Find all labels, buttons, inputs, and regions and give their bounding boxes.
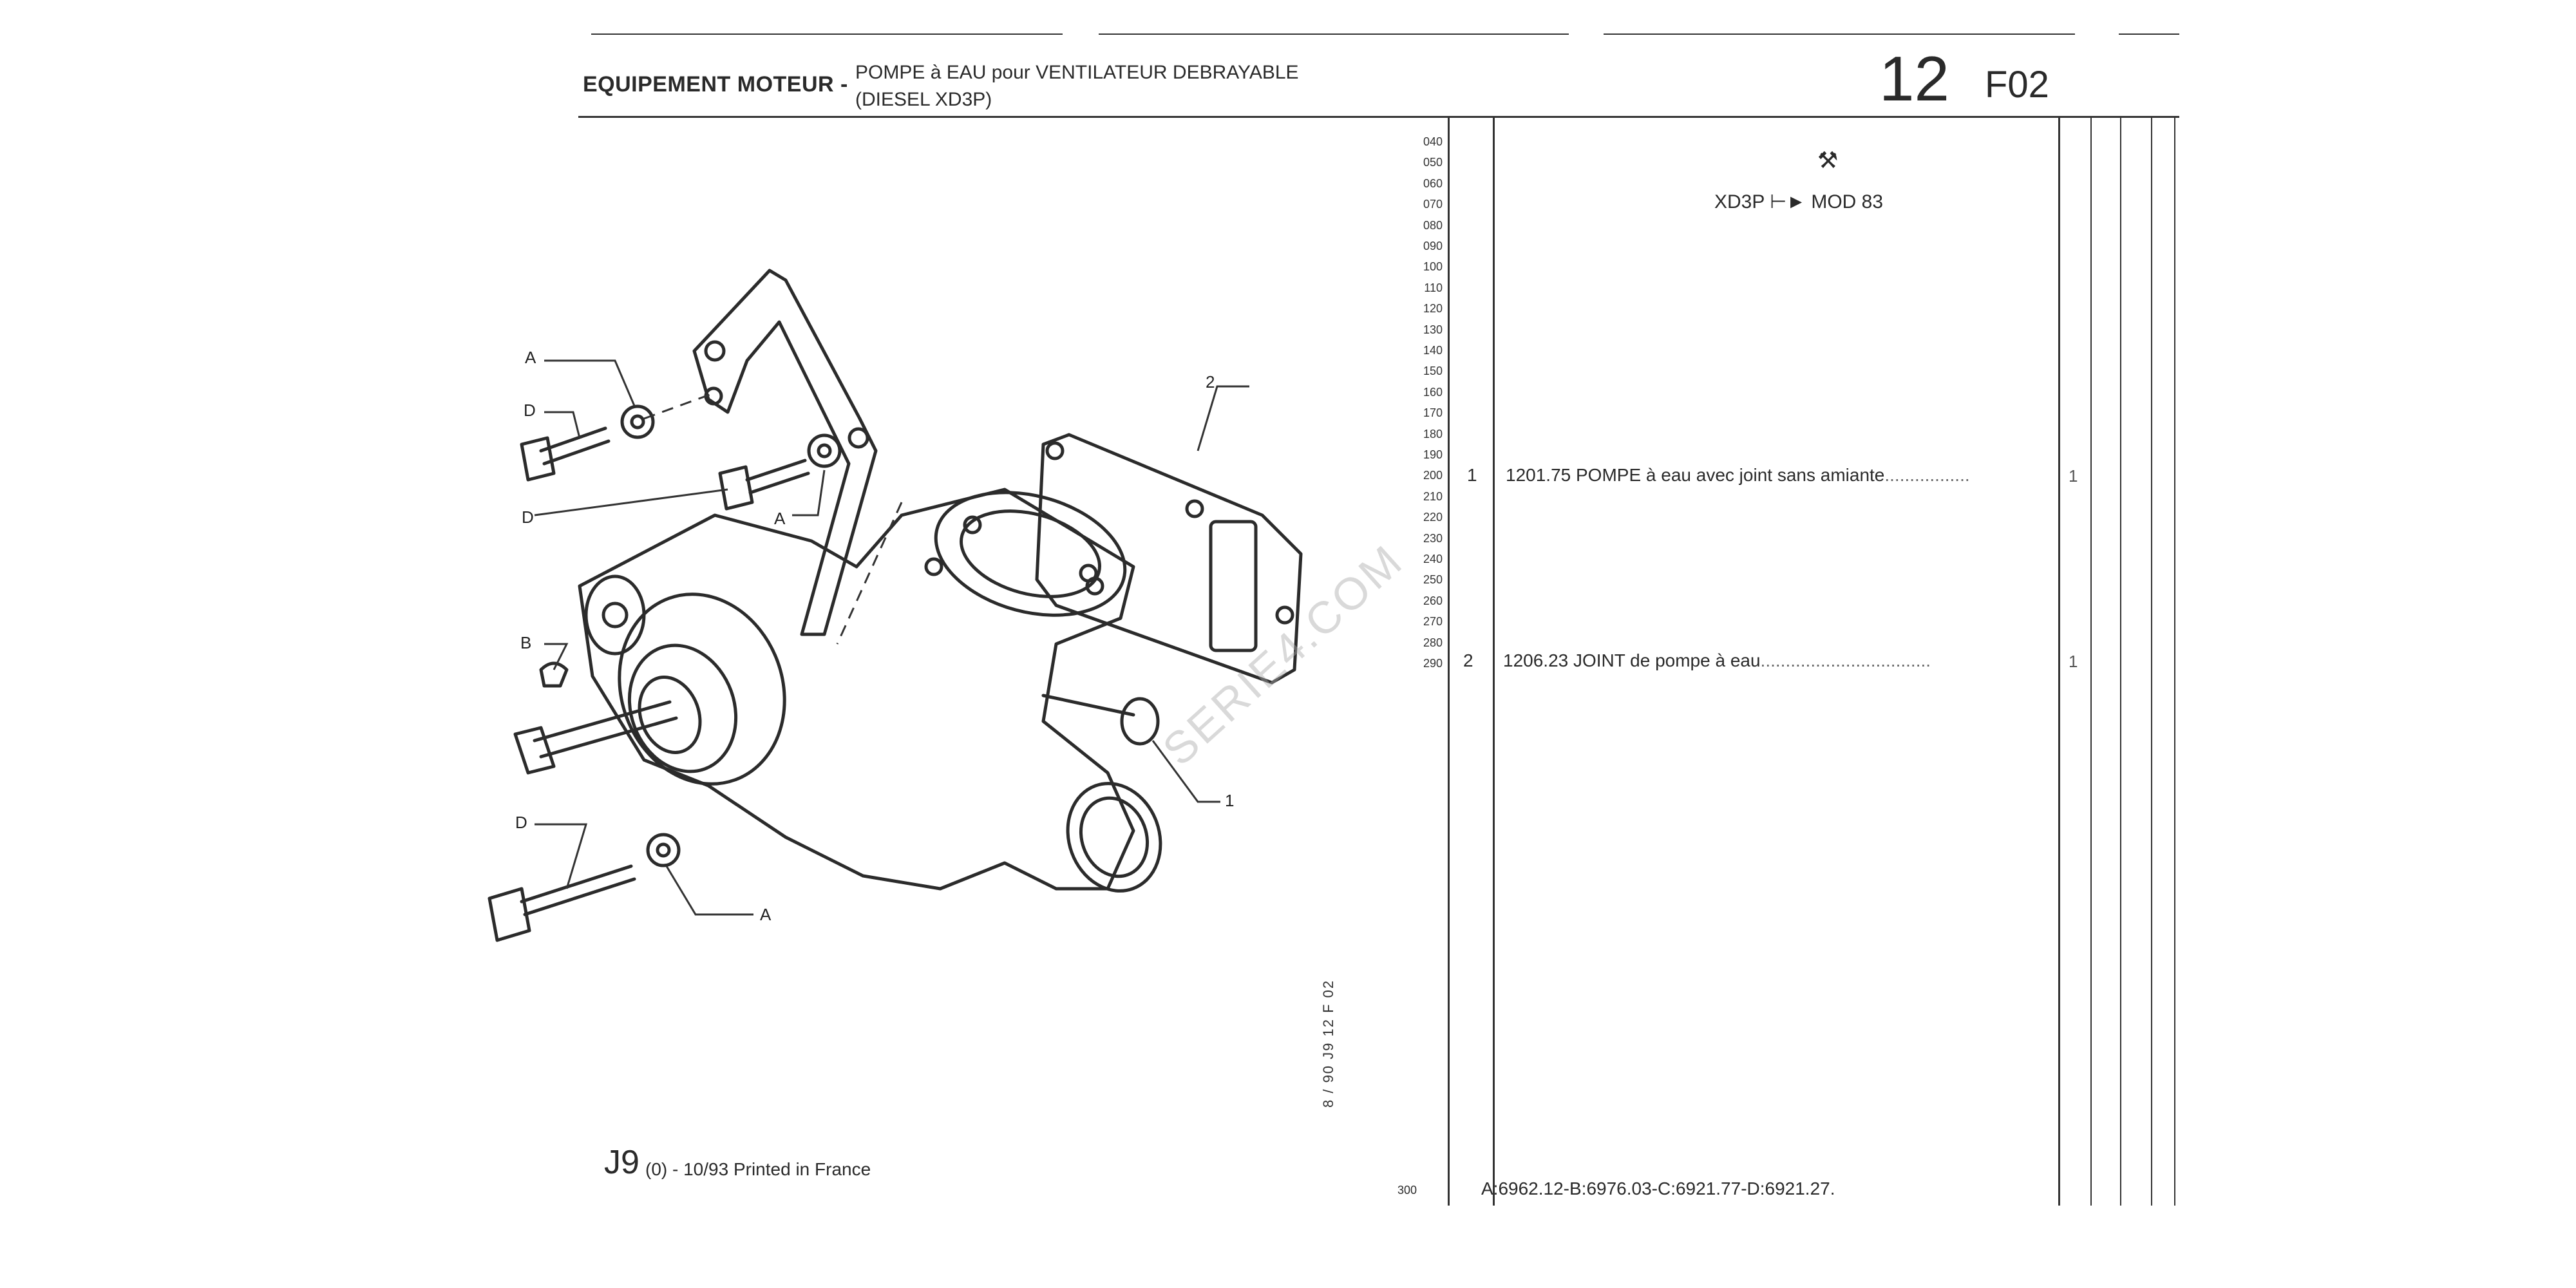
line-number: 100 <box>1423 260 1443 274</box>
line-number: 230 <box>1423 531 1443 545</box>
part-row-2: 1206.23 JOINT de pompe à eau............… <box>1503 650 1931 670</box>
line-number: 270 <box>1423 615 1443 629</box>
label-d-2: D <box>522 507 534 527</box>
label-d-3: D <box>515 813 527 832</box>
line-number: 120 <box>1423 302 1443 316</box>
line-number: 080 <box>1423 218 1443 232</box>
line-number: 250 <box>1423 573 1443 587</box>
label-a-3: A <box>760 905 772 924</box>
line-number: 200 <box>1423 469 1443 482</box>
wrench-icon: ⚒ <box>1817 147 1839 173</box>
footer-j9: J9 <box>604 1144 639 1181</box>
line-number: 180 <box>1423 427 1443 440</box>
applicability-text: XD3P ⊢► MOD 83 <box>1714 191 1884 213</box>
line-number: 240 <box>1423 553 1443 565</box>
section-title: EQUIPEMENT MOTEUR - <box>583 72 848 97</box>
line-number-300: 300 <box>1397 1184 1417 1197</box>
part-desc-2: JOINT de pompe à eau <box>1573 650 1761 670</box>
top-rule-1 <box>591 33 1063 35</box>
rotated-edition-code: 8 / 90 J9 12 F 02 <box>1320 979 1336 1108</box>
line-number: 280 <box>1423 636 1443 649</box>
page-title-line2: (DIESEL XD3P) <box>855 89 992 110</box>
footer-print-info: (0) - 10/93 Printed in France <box>645 1159 871 1179</box>
line-number: 130 <box>1423 323 1443 336</box>
label-a-2: A <box>774 509 786 528</box>
gasket <box>1035 433 1303 685</box>
part-desc-1: POMPE à eau avec joint sans amiante <box>1576 465 1885 485</box>
key-b <box>539 661 569 688</box>
line-number: 210 <box>1423 489 1443 503</box>
line-number: 190 <box>1423 448 1443 461</box>
part-qty-2: 1 <box>2069 652 2078 671</box>
bolt-d3 <box>520 864 636 916</box>
line-number: 090 <box>1423 240 1443 252</box>
table-rule-c4 <box>2174 117 2175 1206</box>
part-item-2: 2 <box>1463 650 1473 670</box>
label-d-1: D <box>524 401 536 420</box>
line-number: 140 <box>1423 344 1443 357</box>
table-rule-c1 <box>2090 117 2092 1206</box>
bracket <box>692 269 878 636</box>
top-rule-4 <box>2119 33 2179 35</box>
bolt-d2 <box>745 459 810 495</box>
top-rule-2 <box>1099 33 1569 35</box>
line-number: 040 <box>1423 135 1443 148</box>
line-number: 260 <box>1423 594 1443 607</box>
line-number: 060 <box>1423 176 1443 190</box>
table-rule-qty <box>2058 117 2060 1206</box>
shaft <box>533 700 678 759</box>
line-number: 110 <box>1424 281 1443 294</box>
table-rule-left <box>1448 117 1450 1206</box>
line-number: 220 <box>1423 511 1443 524</box>
table-rule-item <box>1493 117 1495 1206</box>
page-number: 12 <box>1879 43 1950 114</box>
water-pump-exploded-diagram <box>488 269 1303 942</box>
line-number: 050 <box>1423 156 1443 169</box>
line-number: 070 <box>1423 198 1443 211</box>
label-1: 1 <box>1225 791 1235 810</box>
pump-body <box>578 488 1135 891</box>
table-rule-c3 <box>2151 117 2152 1206</box>
page-title-line1: POMPE à EAU pour VENTILATEUR DEBRAYABLE <box>855 62 1299 83</box>
line-number: 290 <box>1423 657 1443 670</box>
label-b: B <box>520 633 532 652</box>
page-code: F02 <box>1985 64 2049 106</box>
line-number: 160 <box>1423 385 1443 399</box>
part-row-1: 1201.75 POMPE à eau avec joint sans amia… <box>1506 465 1970 485</box>
line-number: 170 <box>1423 406 1443 420</box>
part-item-1: 1 <box>1467 465 1477 485</box>
footer-reference-codes: A:6962.12-B:6976.03-C:6921.77-D:6921.27. <box>1481 1179 1835 1198</box>
header-bottom-rule <box>578 116 2179 118</box>
label-2: 2 <box>1206 372 1215 392</box>
label-a-1: A <box>525 348 536 367</box>
part-qty-1: 1 <box>2069 466 2078 486</box>
bolt-d1 <box>539 426 611 466</box>
top-rule-3 <box>1604 33 2075 35</box>
part-ref-1: 1201.75 <box>1506 465 1571 485</box>
table-rule-c2 <box>2120 117 2121 1206</box>
part-ref-2: 1206.23 <box>1503 650 1569 670</box>
line-number: 150 <box>1423 365 1443 378</box>
